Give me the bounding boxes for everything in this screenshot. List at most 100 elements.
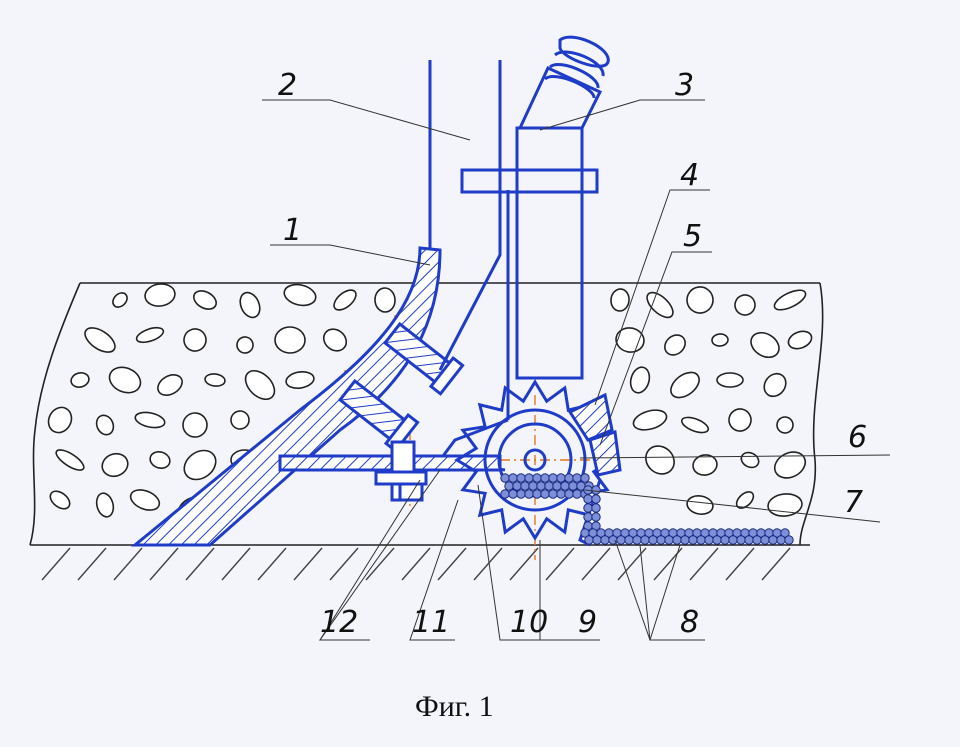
seed: [520, 481, 530, 491]
shank: [428, 60, 510, 420]
label-1: 1: [283, 213, 302, 248]
seed: [656, 535, 666, 545]
ground-hatch-line: [221, 547, 251, 581]
stone: [692, 454, 718, 476]
label-2: 2: [278, 68, 297, 103]
seed: [540, 473, 550, 483]
stone: [670, 371, 700, 399]
seed: [524, 489, 534, 499]
seed: [548, 473, 558, 483]
soil-layer: [29, 282, 824, 546]
coulter-blade: [130, 246, 465, 547]
stone: [244, 369, 276, 401]
label-7: 7: [844, 485, 863, 520]
seed: [752, 535, 762, 545]
seed: [696, 535, 706, 545]
stone: [182, 412, 208, 438]
seed: [556, 473, 566, 483]
stone: [230, 410, 250, 430]
seed: [648, 535, 658, 545]
seed: [760, 535, 770, 545]
seed: [664, 535, 674, 545]
stone: [374, 287, 396, 313]
seed: [780, 528, 790, 538]
seed: [524, 473, 534, 483]
seed: [504, 481, 514, 491]
stone: [49, 490, 71, 510]
ground-hatch-line: [761, 547, 791, 581]
seed: [544, 481, 554, 491]
stone: [157, 374, 183, 396]
seed: [552, 481, 562, 491]
ground-hatch-line: [329, 547, 359, 581]
seed: [591, 503, 601, 513]
seed: [548, 489, 558, 499]
label-4: 4: [680, 158, 699, 193]
seed: [583, 494, 593, 504]
ground-hatch-line: [725, 547, 755, 581]
seed: [540, 489, 550, 499]
ground-hatch-line: [149, 547, 179, 581]
stone: [680, 416, 710, 434]
seed: [720, 535, 730, 545]
seed: [672, 535, 682, 545]
stone: [333, 289, 357, 311]
stones: [47, 283, 813, 518]
seed: [591, 512, 601, 522]
stone: [646, 291, 674, 319]
stone: [70, 372, 90, 388]
stone: [734, 294, 756, 316]
stone: [144, 283, 176, 307]
seed: [564, 473, 574, 483]
stone: [776, 416, 794, 434]
ground-hatch-line: [473, 547, 503, 581]
ground-hatch-line: [509, 547, 539, 581]
ground-hatch-line: [437, 547, 467, 581]
seed: [528, 481, 538, 491]
corrugated-hose: [543, 35, 610, 99]
ground-hatch-line: [689, 547, 719, 581]
stone: [728, 408, 752, 432]
frame-bracket: [278, 418, 509, 502]
stone: [183, 449, 217, 481]
label-11: 11: [412, 605, 450, 640]
ground-hatch-line: [401, 547, 431, 581]
stone: [664, 334, 686, 356]
stone: [632, 409, 668, 431]
label-9: 9: [578, 605, 597, 640]
ground-hatch-line: [185, 547, 215, 581]
seed: [500, 489, 510, 499]
seed: [768, 535, 778, 545]
stone: [236, 336, 254, 354]
seed: [688, 535, 698, 545]
stone: [134, 411, 166, 429]
stone: [108, 366, 142, 394]
stone: [686, 286, 714, 314]
seed: [736, 535, 746, 545]
stone: [101, 452, 129, 478]
seed: [583, 512, 593, 522]
seed: [580, 473, 590, 483]
seed: [592, 535, 602, 545]
stone: [274, 326, 306, 354]
stone: [615, 327, 645, 353]
stone: [773, 451, 807, 479]
stone: [645, 445, 675, 475]
stone: [740, 451, 760, 469]
seed: [616, 535, 626, 545]
seed: [560, 481, 570, 491]
ground-hatch-line: [545, 547, 575, 581]
seed: [624, 535, 634, 545]
seed-tube: [460, 35, 610, 380]
ground-hatch-line: [365, 547, 395, 581]
stone: [183, 328, 207, 352]
seed: [564, 489, 574, 499]
stone: [763, 372, 787, 398]
stone: [193, 290, 217, 310]
stone: [149, 451, 171, 469]
label-3: 3: [675, 68, 694, 103]
stone: [84, 327, 116, 353]
deflector: [567, 392, 622, 547]
stone: [47, 406, 73, 434]
